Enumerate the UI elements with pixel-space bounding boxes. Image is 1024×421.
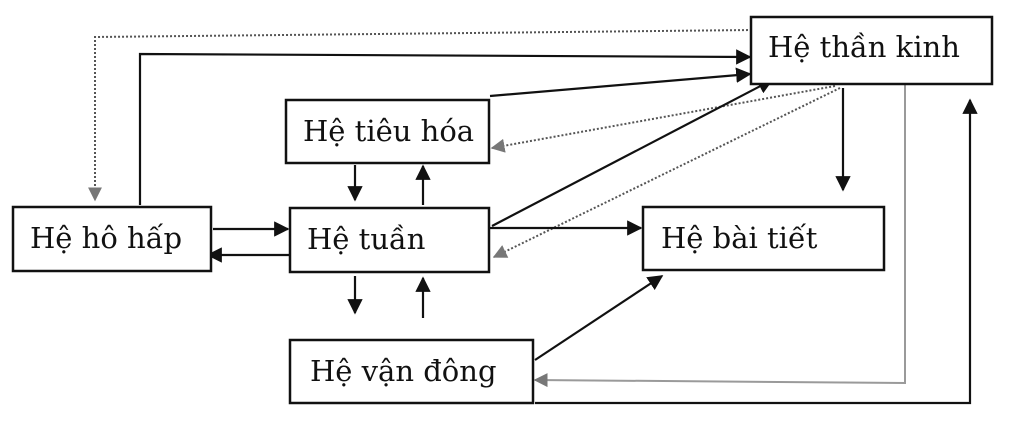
node-label-than-kinh: Hệ thần kinh (768, 30, 960, 64)
edge-tieu-hoa-to-than-kinh (489, 67, 752, 98)
edge-than-kinh-to-ho-hap (88, 29, 753, 202)
edge-than-kinh-to-tieu-hoa (490, 85, 836, 153)
node-label-tieu-hoa: Hệ tiêu hóa (303, 114, 474, 148)
node-tuan: Hệ tuần (288, 206, 491, 274)
node-label-tuan: Hệ tuần (307, 222, 425, 256)
node-bai-tiet: Hệ bài tiết (641, 205, 886, 272)
node-tieu-hoa: Hệ tiêu hóa (284, 98, 491, 165)
node-label-ho-hap: Hệ hô hấp (30, 221, 182, 255)
node-label-van-dong: Hệ vận đông (310, 354, 497, 388)
edge-tuan-to-than-kinh (491, 79, 774, 227)
edge-ho-hap-to-than-kinh (138, 49, 752, 205)
edge-than-kinh-to-van-dong (533, 80, 906, 388)
node-van-dong: Hệ vận đông (288, 338, 535, 405)
edge-van-dong-to-than-kinh (535, 98, 978, 405)
node-label-bai-tiet: Hệ bài tiết (661, 221, 818, 255)
node-than-kinh: Hệ thần kinh (749, 15, 994, 86)
node-ho-hap: Hệ hô hấp (11, 205, 213, 273)
edge-van-dong-to-bai-tiet (534, 275, 664, 361)
